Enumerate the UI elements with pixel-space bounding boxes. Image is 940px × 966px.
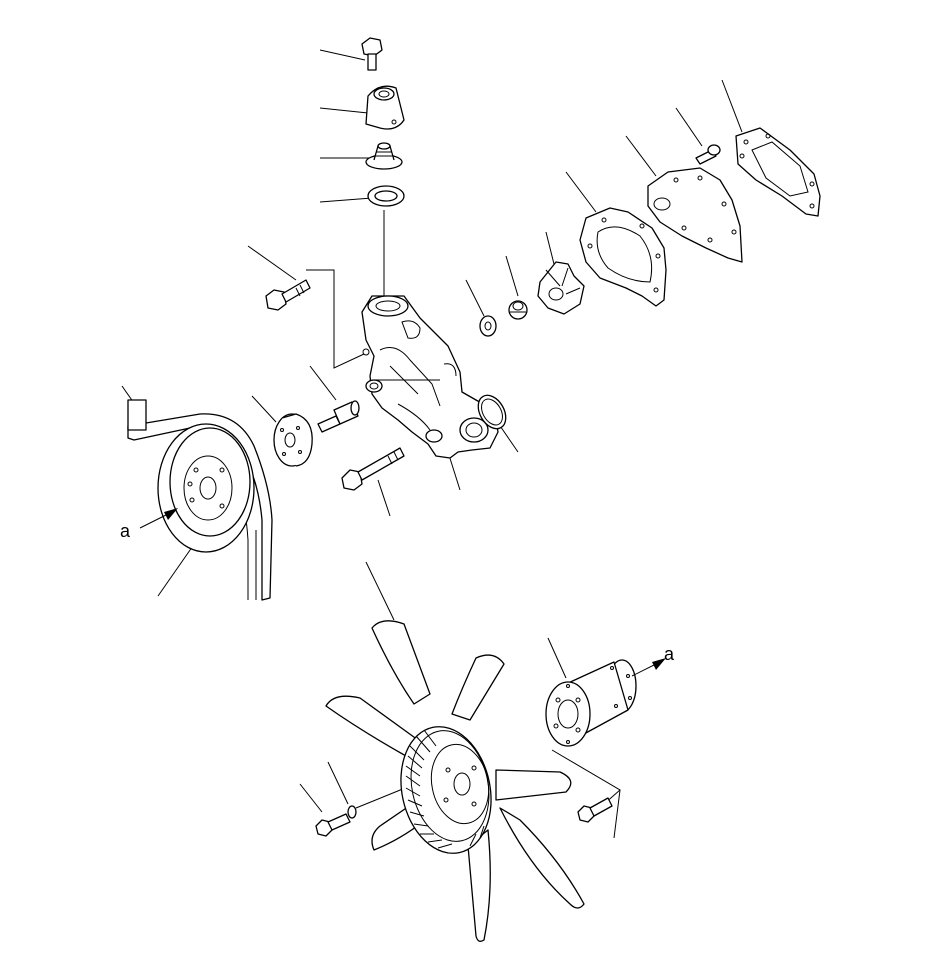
leader-line — [306, 269, 365, 369]
long-bolt-upper — [265, 279, 311, 311]
nut — [508, 300, 528, 320]
small-bolt-right — [695, 144, 721, 165]
pump-gasket — [579, 207, 667, 307]
leader-line — [547, 637, 567, 679]
view-arrow-a-left — [139, 508, 178, 529]
crank-pulley — [157, 423, 255, 553]
leader-line — [251, 395, 277, 423]
leader-lines — [121, 49, 743, 839]
impeller — [537, 261, 585, 315]
water-pump-housing — [361, 295, 499, 459]
leader-line — [625, 135, 657, 177]
leader-line — [465, 279, 485, 317]
fan-blade — [495, 769, 572, 801]
fan-spacer — [545, 659, 637, 747]
bolt-top — [361, 37, 383, 71]
thermostat — [365, 142, 403, 170]
fan-fins — [405, 729, 485, 849]
cooling-fan — [325, 620, 585, 942]
spacer-bolt — [577, 797, 613, 823]
fan-blade — [325, 695, 419, 757]
fan-blade — [499, 807, 585, 909]
leader-line — [377, 479, 391, 517]
thermostat-seal — [367, 185, 405, 207]
fan-washer — [347, 805, 357, 819]
leader-line — [545, 231, 555, 265]
leader-line — [721, 79, 743, 133]
o-ring — [477, 394, 507, 430]
leader-line — [675, 107, 703, 147]
view-label-a-left: a — [120, 521, 131, 541]
leader-line — [505, 255, 519, 297]
belt-tag — [127, 399, 147, 431]
leader-line — [365, 561, 395, 621]
view-label-a-right: a — [664, 644, 675, 664]
leader-line — [319, 49, 366, 61]
fan-blade — [451, 654, 505, 721]
leader-line — [613, 789, 621, 839]
leader-line — [565, 171, 597, 213]
view-arrow-a-right — [631, 658, 666, 677]
thermostat-cover — [365, 85, 405, 130]
leader-line — [319, 107, 369, 114]
pump-cover-plate — [647, 167, 743, 263]
pulley-spacer — [273, 413, 313, 467]
spacer-pin — [317, 400, 360, 433]
fan-bolt — [315, 813, 351, 837]
long-bolt-lower — [341, 447, 405, 491]
leader-line — [327, 761, 349, 805]
washer — [479, 315, 497, 337]
fan-blade — [467, 829, 491, 942]
leader-line — [247, 245, 297, 281]
leader-line — [309, 365, 337, 401]
cover-gasket — [735, 127, 821, 217]
leader-line — [319, 197, 373, 203]
fan-blade — [371, 620, 431, 705]
leader-line — [299, 783, 323, 813]
